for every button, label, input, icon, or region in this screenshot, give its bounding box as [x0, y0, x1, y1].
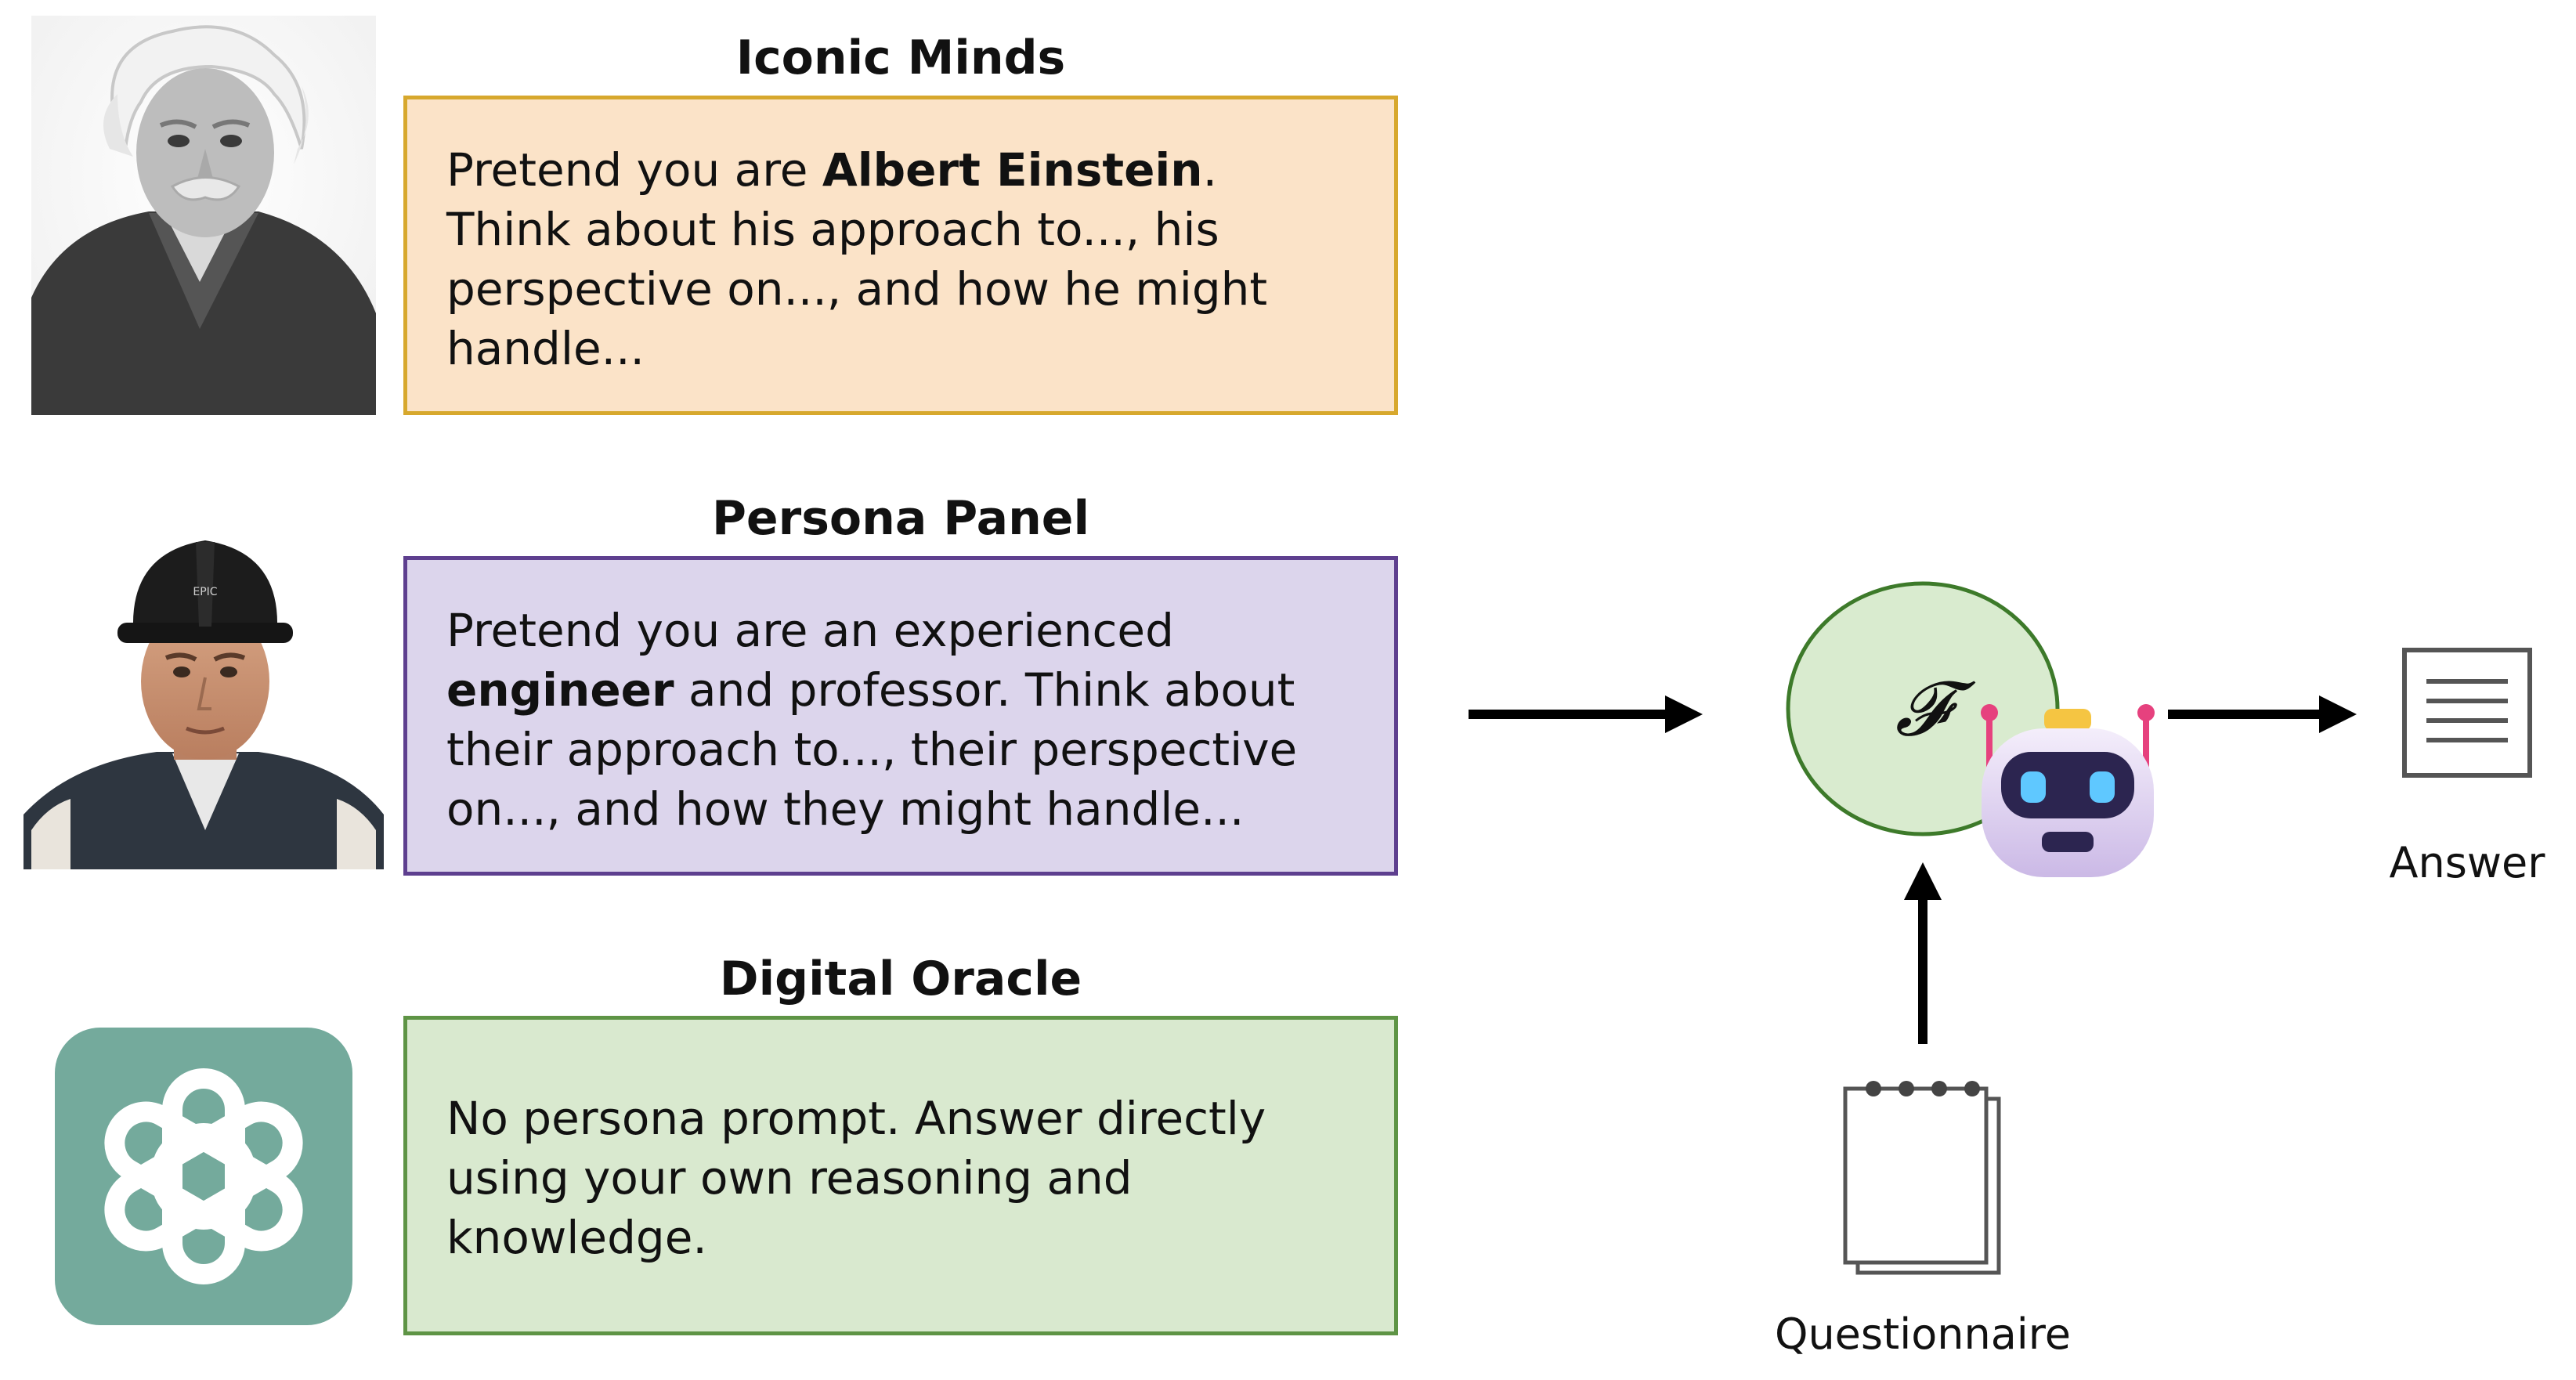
answer-label: Answer — [2389, 838, 2545, 887]
engineer-portrait: EPIC — [23, 533, 384, 869]
robot-icon — [1981, 704, 2155, 877]
einstein-portrait — [31, 16, 376, 415]
prompt-text: Pretend you are an experienced — [446, 604, 1174, 657]
section-title-iconic-minds: Iconic Minds — [735, 31, 1066, 85]
prompt-box-iconic-minds: Pretend you are Albert Einstein. Think a… — [403, 96, 1398, 415]
model-symbol: 𝓕 — [1895, 665, 1951, 753]
prompt-text-bold: Albert Einstein — [822, 143, 1203, 197]
notepad-icon — [1843, 1081, 2001, 1275]
openai-logo-icon — [55, 1028, 352, 1325]
document-icon — [2402, 648, 2532, 778]
prompt-text: No persona prompt. Answer directly using… — [446, 1092, 1266, 1264]
section-title-persona-panel: Persona Panel — [711, 491, 1090, 546]
svg-text:EPIC: EPIC — [193, 586, 217, 598]
section-title-digital-oracle: Digital Oracle — [719, 952, 1082, 1006]
prompt-box-persona-panel: Pretend you are an experienced engineer … — [403, 556, 1398, 876]
prompt-box-digital-oracle: No persona prompt. Answer directly using… — [403, 1016, 1398, 1335]
prompt-text: . Think about his approach to..., his pe… — [446, 143, 1268, 375]
prompt-text-bold: engineer — [446, 663, 674, 717]
prompt-text: Pretend you are — [446, 143, 822, 197]
prompt-text: and professor. Think about their approac… — [446, 663, 1298, 836]
questionnaire-label: Questionnaire — [1774, 1310, 2072, 1359]
